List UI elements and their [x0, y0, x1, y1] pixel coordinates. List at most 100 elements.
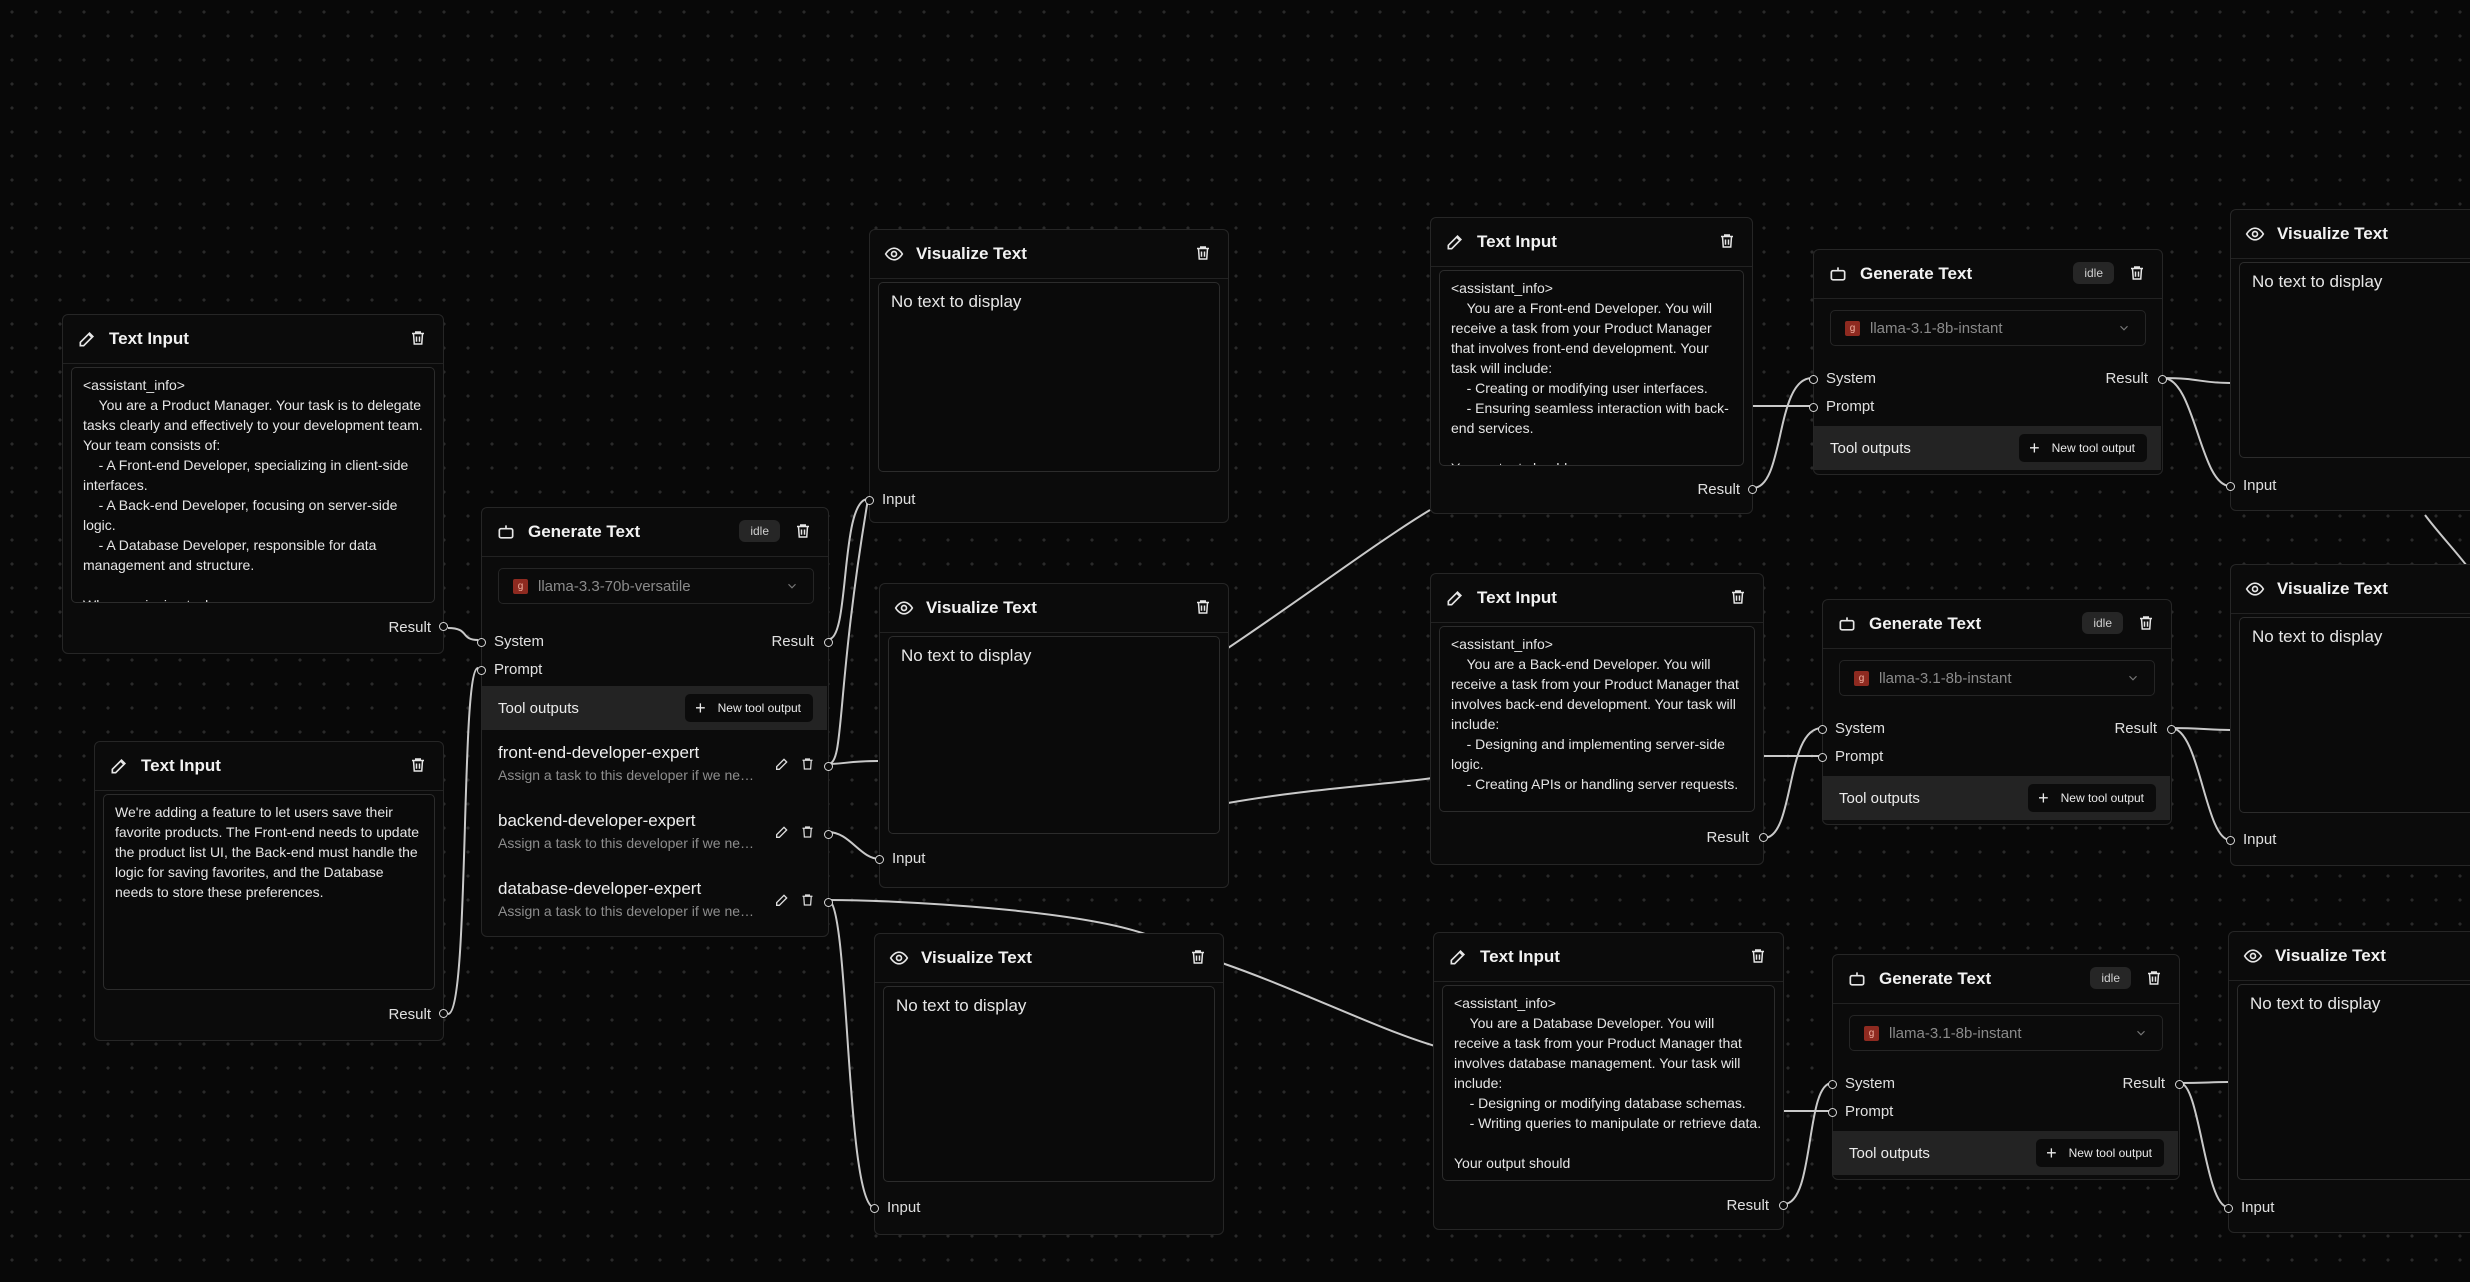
result-port[interactable]	[2167, 725, 2176, 734]
delete-icon[interactable]	[2145, 968, 2165, 990]
tool-item[interactable]: front-end-developer-expert Assign a task…	[498, 743, 758, 783]
tool-item[interactable]: database-developer-expert Assign a task …	[498, 879, 758, 919]
eye-icon	[884, 243, 906, 265]
edit-icon[interactable]	[774, 756, 790, 772]
system-prompt-textarea[interactable]: <assistant_info> You are a Back-end Deve…	[1439, 626, 1755, 812]
input-port[interactable]	[2226, 482, 2235, 491]
edge-tool2-vis2	[827, 831, 881, 860]
model-name: llama-3.3-70b-versatile	[538, 577, 691, 595]
generate-text-node-database[interactable]: Generate Text idle g llama-3.1-8b-instan…	[1828, 954, 2184, 1180]
input-label: Input	[2243, 477, 2277, 494]
tool-item[interactable]: backend-developer-expert Assign a task t…	[498, 811, 758, 851]
edge-db-result-input	[2179, 1082, 2229, 1208]
result-port[interactable]	[439, 622, 448, 631]
model-select[interactable]: g llama-3.1-8b-instant	[1830, 310, 2146, 346]
prompt-port[interactable]	[1818, 753, 1827, 762]
edge-fe-system	[1752, 377, 1813, 489]
result-port[interactable]	[1748, 485, 1757, 494]
new-tool-output-button[interactable]: +New tool output	[2028, 784, 2156, 812]
delete-icon[interactable]	[800, 756, 815, 772]
text-display: No text to display	[2239, 262, 2470, 458]
delete-icon[interactable]	[1729, 587, 1749, 609]
model-select[interactable]: g llama-3.1-8b-instant	[1849, 1015, 2163, 1051]
system-port[interactable]	[1809, 375, 1818, 384]
system-port[interactable]	[1818, 725, 1827, 734]
tool-port[interactable]	[824, 898, 833, 907]
new-tool-output-button[interactable]: +New tool output	[2036, 1139, 2164, 1167]
delete-icon[interactable]	[1194, 597, 1214, 619]
edge-be-result-input	[2170, 727, 2231, 841]
edge-tool3-vis3	[827, 899, 876, 1209]
delete-icon[interactable]	[1194, 243, 1214, 265]
chevron-down-icon	[2129, 675, 2137, 681]
result-port[interactable]	[1779, 1201, 1788, 1210]
model-select[interactable]: g llama-3.1-8b-instant	[1839, 660, 2155, 696]
prompt-port[interactable]	[1809, 403, 1818, 412]
edge-tool3	[827, 899, 1149, 936]
result-port[interactable]	[1759, 833, 1768, 842]
prompt-port[interactable]	[477, 666, 486, 675]
text-input-node-database[interactable]: Text Input <assistant_info> You are a Da…	[1433, 932, 1788, 1230]
chevron-down-icon	[788, 583, 796, 589]
prompt-port[interactable]	[1828, 1108, 1837, 1117]
tool-description: Assign a task to this developer if we ne…	[498, 903, 758, 919]
input-port[interactable]	[865, 496, 874, 505]
input-port[interactable]	[870, 1204, 879, 1213]
input-port[interactable]	[875, 855, 884, 864]
visualize-text-node-3[interactable]: Visualize Text No text to display Input	[870, 933, 1224, 1235]
tool-port[interactable]	[824, 762, 833, 771]
delete-icon[interactable]	[1189, 947, 1209, 969]
model-name: llama-3.1-8b-instant	[1870, 319, 2003, 337]
generate-text-node-backend[interactable]: Generate Text idle g llama-3.1-8b-instan…	[1818, 599, 2176, 825]
robot-icon	[1847, 968, 1869, 990]
model-select[interactable]: g llama-3.3-70b-versatile	[498, 568, 814, 604]
status-badge: idle	[2073, 262, 2114, 284]
visualize-text-node-2[interactable]: Visualize Text No text to display Input	[875, 583, 1229, 888]
visualize-text-node-1[interactable]: Visualize Text No text to display Input	[865, 229, 1229, 523]
new-tool-output-button[interactable]: +New tool output	[685, 694, 813, 722]
result-port[interactable]	[2175, 1080, 2184, 1089]
input-label: Input	[2241, 1199, 2275, 1216]
text-input-node-backend[interactable]: Text Input <assistant_info> You are a Ba…	[1430, 573, 1768, 865]
tool-port[interactable]	[824, 830, 833, 839]
edge-right-offscreen	[2424, 514, 2470, 571]
edit-icon[interactable]	[774, 892, 790, 908]
visualize-text-node-database[interactable]: Visualize Text No text to display Input	[2224, 931, 2470, 1233]
delete-icon[interactable]	[2128, 263, 2148, 285]
node-title: Generate Text	[1869, 614, 1982, 633]
delete-icon[interactable]	[794, 521, 814, 543]
system-prompt-textarea[interactable]: <assistant_info> You are a Product Manag…	[71, 367, 435, 603]
visualize-text-node-frontend[interactable]: Visualize Text No text to display Input	[2226, 209, 2470, 511]
delete-icon[interactable]	[1718, 231, 1738, 253]
text-input-node-frontend[interactable]: Text Input <assistant_info> You are a Fr…	[1430, 217, 1757, 514]
visualize-text-node-backend[interactable]: Visualize Text No text to display Input	[2226, 564, 2470, 866]
delete-icon[interactable]	[2137, 613, 2157, 635]
text-display: No text to display	[883, 986, 1215, 1182]
system-prompt-textarea[interactable]: <assistant_info> You are a Database Deve…	[1442, 985, 1775, 1181]
prompt-textarea[interactable]: We're adding a feature to let users save…	[103, 794, 435, 990]
delete-icon[interactable]	[800, 824, 815, 840]
generate-text-node-pm[interactable]: Generate Text idle g llama-3.3-70b-versa…	[477, 507, 833, 937]
delete-icon[interactable]	[409, 755, 429, 777]
delete-icon[interactable]	[1749, 946, 1769, 968]
new-tool-output-button[interactable]: +New tool output	[2019, 434, 2147, 462]
text-input-node-user[interactable]: Text Input We're adding a feature to let…	[94, 741, 448, 1041]
result-port[interactable]	[2158, 375, 2167, 384]
system-port[interactable]	[477, 638, 486, 647]
prompt-label: Prompt	[1826, 398, 1875, 415]
system-port[interactable]	[1828, 1080, 1837, 1089]
node-title: Text Input	[109, 329, 189, 348]
input-port[interactable]	[2224, 1204, 2233, 1213]
result-port[interactable]	[439, 1009, 448, 1018]
text-input-node-pm[interactable]: Text Input <assistant_info> You are a Pr…	[62, 314, 448, 654]
result-port[interactable]	[824, 638, 833, 647]
result-label: Result	[1706, 829, 1749, 846]
system-prompt-textarea[interactable]: <assistant_info> You are a Front-end Dev…	[1439, 270, 1744, 466]
input-port[interactable]	[2226, 836, 2235, 845]
edge-be-system	[1763, 727, 1823, 839]
edit-icon[interactable]	[774, 824, 790, 840]
delete-icon[interactable]	[800, 892, 815, 908]
tool-outputs-label: Tool outputs	[1830, 439, 1911, 457]
delete-icon[interactable]	[409, 328, 429, 350]
generate-text-node-frontend[interactable]: Generate Text idle g llama-3.1-8b-instan…	[1809, 249, 2167, 475]
